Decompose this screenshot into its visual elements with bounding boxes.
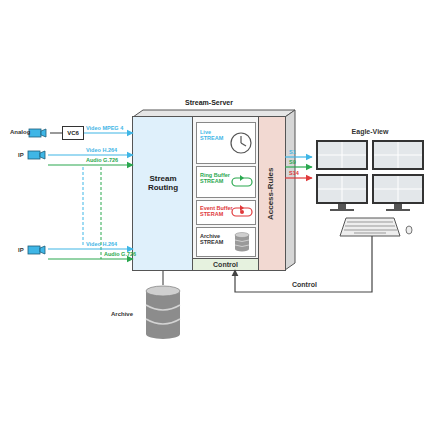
monitor	[372, 174, 424, 204]
database-bottom	[235, 247, 249, 252]
clock-hand	[240, 136, 241, 143]
signal-connector	[48, 154, 133, 155]
signal-connector	[162, 270, 163, 285]
cylinder-band	[146, 305, 180, 310]
monitor-screen	[318, 142, 366, 168]
camera-body	[28, 151, 40, 159]
monitor-screen	[318, 176, 366, 202]
ring-arrow	[240, 175, 244, 181]
camera-lens	[40, 246, 45, 254]
signal-connector	[48, 248, 133, 249]
monitor-stand	[394, 204, 402, 209]
archive-storage: Archive	[145, 285, 181, 340]
camera-icon	[28, 151, 45, 159]
signal-connector	[50, 132, 62, 133]
signal-connector	[235, 236, 372, 292]
node-text: Stream-Server	[133, 99, 285, 107]
node-text: Access-Rules	[267, 117, 276, 270]
signal-connector	[48, 164, 133, 165]
server-top-face	[133, 110, 295, 117]
monitor	[372, 140, 424, 170]
monitor	[316, 174, 368, 204]
database-band	[235, 240, 249, 247]
monitor-stand	[338, 204, 346, 209]
signal-label: S9	[289, 160, 296, 166]
node-text: Ring Buffer STREAM	[200, 172, 234, 184]
camera-icon	[29, 129, 46, 137]
encoder-box: VC6	[62, 126, 84, 140]
node-text: Control	[193, 261, 258, 269]
node-text: IP	[18, 247, 24, 254]
monitor-screen	[374, 142, 422, 168]
node-text: Eagle-View	[312, 128, 428, 136]
event-arrow	[240, 205, 244, 211]
clock-icon	[231, 133, 251, 153]
signal-label: Video MPEG 4	[86, 126, 123, 132]
signal-label: Audio G.726	[104, 252, 136, 258]
signal-connector	[285, 177, 312, 178]
stream-box: Event Buffer STERAM	[196, 200, 256, 225]
screen-grid	[318, 142, 422, 202]
database-icon	[235, 235, 249, 249]
keyboard	[340, 218, 400, 236]
signal-label: Audio G.726	[86, 158, 118, 164]
signal-label: S14	[289, 171, 299, 177]
event-buffer-icon	[232, 208, 252, 216]
stream-box: Archive STREAM	[196, 227, 256, 257]
stream-box: Ring Buffer STREAM	[196, 166, 256, 198]
camera-body	[28, 246, 40, 254]
stream-box: Live STREAM	[196, 122, 256, 164]
node-text: Stream Routing	[138, 175, 188, 193]
server-box: Stream-ServerStream RoutingLive STREAMRi…	[133, 117, 285, 270]
signal-label: Video H.264	[86, 148, 117, 154]
node-text: Event Buffer STERAM	[200, 205, 234, 217]
signal-connector	[84, 132, 133, 133]
signal-label: Video H.264	[86, 242, 117, 248]
cylinder-body	[146, 291, 180, 334]
more-cameras-dash	[101, 167, 102, 259]
node-text: Live STREAM	[200, 129, 226, 141]
database-top	[235, 233, 249, 238]
event-dot	[240, 210, 244, 214]
cylinder-band	[146, 319, 180, 324]
signal-connector	[48, 258, 133, 259]
camera-icon	[28, 246, 45, 254]
more-cameras-dash	[83, 167, 84, 247]
server-side-face	[285, 110, 295, 270]
ring-buffer-icon	[232, 178, 252, 186]
node-text: Archive	[111, 311, 133, 318]
cylinder-bottom	[146, 329, 180, 339]
cylinder-top	[146, 286, 180, 296]
keyboard-keys	[344, 222, 397, 233]
node-text: Analog	[10, 129, 30, 136]
camera-node: IP	[10, 243, 48, 263]
signal-connector	[285, 156, 312, 157]
clock-hand	[241, 143, 246, 146]
node-text: IP	[18, 152, 24, 159]
node-text: Archive STREAM	[200, 233, 230, 245]
archive-cylinder	[145, 285, 181, 340]
routing-panel: Stream Routing	[133, 117, 193, 270]
camera-lens	[40, 151, 45, 159]
monitor-wall	[316, 140, 424, 211]
signal-label: S1	[289, 150, 296, 156]
camera-body	[29, 129, 41, 137]
control-band: Control	[193, 258, 258, 270]
access-rules-band: Access-Rules	[258, 117, 285, 270]
monitor-screen	[374, 176, 422, 202]
monitor-base	[330, 209, 354, 211]
signal-label: Control	[292, 281, 317, 288]
mouse	[406, 226, 412, 234]
viewer-workstation: Eagle-View	[312, 128, 428, 236]
monitor-base	[386, 209, 410, 211]
signal-connector	[285, 166, 312, 167]
node-text: VC6	[63, 130, 83, 137]
camera-node: Analog	[10, 124, 50, 142]
camera-lens	[41, 129, 46, 137]
monitor	[316, 140, 368, 170]
camera-node: IP	[10, 148, 48, 168]
